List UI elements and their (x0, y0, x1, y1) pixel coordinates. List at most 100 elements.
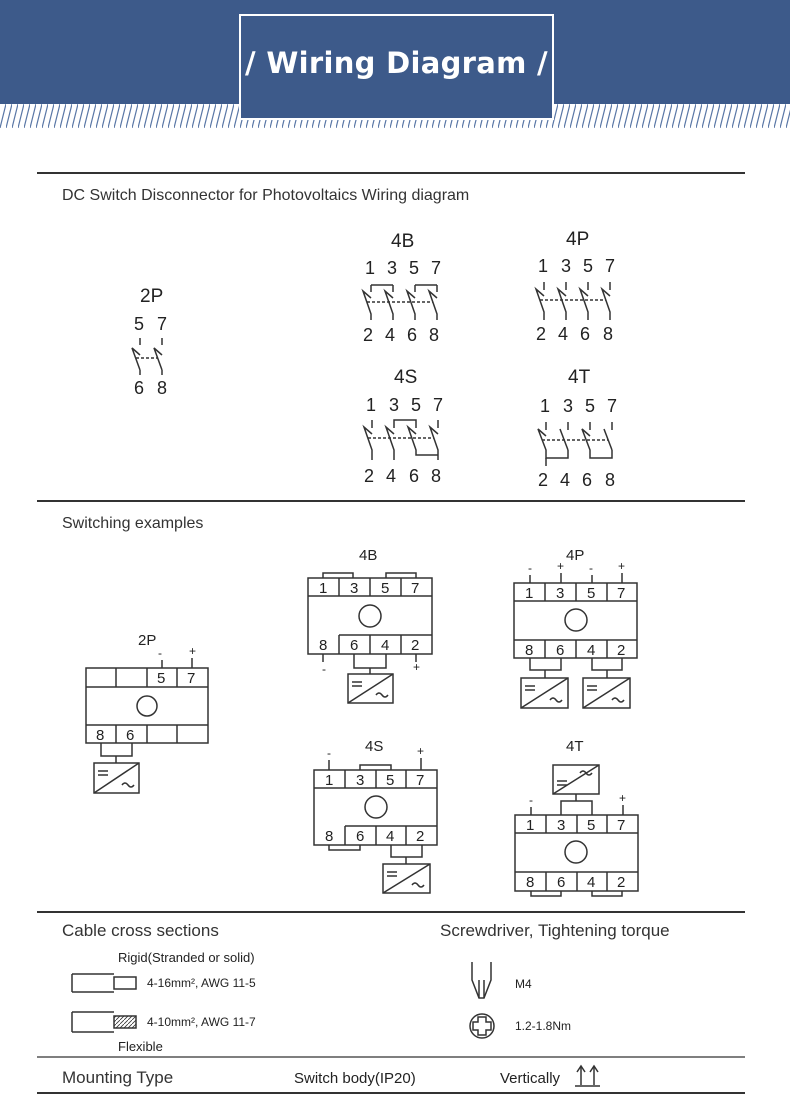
switching-4t-bottom-6: 6 (557, 874, 565, 891)
switching-4b-bottom-4: 4 (381, 637, 389, 654)
switching-4s-bottom-6: 6 (356, 828, 364, 845)
switching-4t-plus: + (619, 791, 626, 805)
vertical-arrows-icon (575, 1066, 600, 1086)
wiring-4p-bottom-8: 8 (603, 324, 613, 344)
wiring-4p-top-5: 5 (583, 256, 593, 276)
switching-4p: 4P - + - + 1 3 5 7 8 6 4 2 (514, 547, 637, 708)
wiring-2p-bottom-6: 6 (134, 378, 144, 398)
switching-2p-minus: - (158, 646, 162, 660)
wiring-4p-top-7: 7 (605, 256, 615, 276)
switching-4s-minus: - (327, 746, 331, 760)
switching-4t-top-1: 1 (526, 817, 534, 834)
switching-4s-top-5: 5 (386, 772, 394, 789)
page-title: / Wiring Diagram / (245, 46, 548, 80)
wiring-4b-bottom-6: 6 (407, 325, 417, 345)
wiring-4s-top-7: 7 (433, 395, 443, 415)
screwdriver-section-title: Screwdriver, Tightening torque (440, 921, 670, 940)
wiring-4b-bottom-2: 2 (363, 325, 373, 345)
screwdriver-flat-icon (472, 962, 491, 998)
switching-4p-plus-2: + (618, 559, 625, 573)
switching-4p-top-1: 1 (525, 585, 533, 602)
cable-flexible-spec: 4-10mm², AWG 11-7 (147, 1015, 256, 1029)
wiring-4t-bottom-2: 2 (538, 470, 548, 490)
screwdriver-torque: 1.2-1.8Nm (515, 1019, 571, 1033)
wiring-4t: 4T 1 3 5 7 2 4 6 8 (538, 367, 617, 490)
dc-ac-inverter-icon (94, 763, 139, 793)
switching-4b-label: 4B (359, 547, 377, 564)
switching-4b-top-3: 3 (350, 580, 358, 597)
wiring-4t-bottom-4: 4 (560, 470, 570, 490)
wiring-4s-bottom-8: 8 (431, 466, 441, 486)
switching-2p: 2P - + 5 7 8 6 (86, 632, 208, 793)
title-box: / Wiring Diagram / (239, 14, 554, 120)
wiring-4p-top-1: 1 (538, 256, 548, 276)
wiring-section-title: DC Switch Disconnector for Photovoltaics… (62, 187, 469, 204)
wiring-4t-top-1: 1 (540, 396, 550, 416)
switching-4b-bottom-6: 6 (350, 637, 358, 654)
switching-4p-plus-1: + (557, 559, 564, 573)
wiring-4t-bottom-8: 8 (605, 470, 615, 490)
dc-ac-inverter-icon (583, 678, 630, 708)
cable-rigid-spec: 4-16mm², AWG 11-5 (147, 976, 256, 990)
switching-4b-top-7: 7 (411, 580, 419, 597)
wiring-2p-top-7: 7 (157, 314, 167, 334)
dc-ac-inverter-icon (521, 678, 568, 708)
switching-2p-top-7: 7 (187, 670, 195, 687)
wiring-4b-top-5: 5 (409, 258, 419, 278)
wiring-4b: 4B 1 3 5 7 2 4 6 8 (363, 231, 441, 345)
switching-4p-top-3: 3 (556, 585, 564, 602)
wiring-4t-top-3: 3 (563, 396, 573, 416)
switching-4b: 4B 1 3 5 7 8 6 4 2 - + (308, 547, 432, 703)
switching-4s-plus: + (417, 744, 424, 758)
switching-4p-label: 4P (566, 547, 584, 564)
wiring-4s-bottom-2: 2 (364, 466, 374, 486)
switching-4b-plus: + (413, 660, 420, 674)
mounting-orientation: Vertically (500, 1070, 561, 1087)
switching-4p-bottom-2: 2 (617, 642, 625, 659)
wiring-4s: 4S 1 3 5 7 2 4 6 8 (364, 367, 443, 486)
wiring-4s-top-3: 3 (389, 395, 399, 415)
switching-4t-top-7: 7 (617, 817, 625, 834)
switching-4s-bottom-2: 2 (416, 828, 424, 845)
wiring-4s-bottom-4: 4 (386, 466, 396, 486)
wiring-4s-label: 4S (394, 367, 417, 388)
switching-4t-top-5: 5 (587, 817, 595, 834)
mounting-title: Mounting Type (62, 1068, 173, 1087)
wiring-2p-top-5: 5 (134, 314, 144, 334)
switching-4p-top-7: 7 (617, 585, 625, 602)
switching-4p-bottom-4: 4 (587, 642, 595, 659)
switching-2p-plus: + (189, 644, 196, 658)
rigid-cable-icon (72, 974, 136, 992)
screwdriver-cross-icon (470, 1014, 494, 1038)
wiring-2p-label: 2P (140, 286, 163, 307)
switching-4s-top-3: 3 (356, 772, 364, 789)
switching-4s-top-7: 7 (416, 772, 424, 789)
wiring-4t-top-7: 7 (607, 396, 617, 416)
cable-section-title: Cable cross sections (62, 921, 219, 940)
wiring-4p-top-3: 3 (561, 256, 571, 276)
wiring-4t-label: 4T (568, 367, 591, 388)
wiring-4t-top-5: 5 (585, 396, 595, 416)
mounting-section: Mounting Type Switch body(IP20) Vertical… (62, 1066, 600, 1087)
switching-4p-minus-2: - (589, 561, 593, 575)
wiring-2p: 2P 5 7 6 8 (132, 286, 167, 398)
switching-4t-bottom-2: 2 (617, 874, 625, 891)
screwdriver-size: M4 (515, 977, 532, 991)
mounting-body: Switch body(IP20) (294, 1070, 416, 1087)
wiring-2p-bottom-8: 8 (157, 378, 167, 398)
wiring-4p-label: 4P (566, 229, 589, 250)
cable-flexible-label: Flexible (118, 1039, 163, 1054)
dc-ac-inverter-icon (383, 864, 430, 893)
wiring-4b-label: 4B (391, 231, 414, 252)
switching-4s-bottom-8: 8 (325, 828, 333, 845)
switching-4p-top-5: 5 (587, 585, 595, 602)
switching-4s-top-1: 1 (325, 772, 333, 789)
switching-4t-bottom-4: 4 (587, 874, 595, 891)
wiring-4b-top-3: 3 (387, 258, 397, 278)
switching-4t-bottom-8: 8 (526, 874, 534, 891)
wiring-4b-bottom-4: 4 (385, 325, 395, 345)
switching-4t-minus: - (529, 793, 533, 807)
switching-4s: 4S - + 1 3 5 7 8 6 4 2 (314, 738, 437, 893)
wiring-4b-top-1: 1 (365, 258, 375, 278)
switching-4s-label: 4S (365, 738, 383, 755)
